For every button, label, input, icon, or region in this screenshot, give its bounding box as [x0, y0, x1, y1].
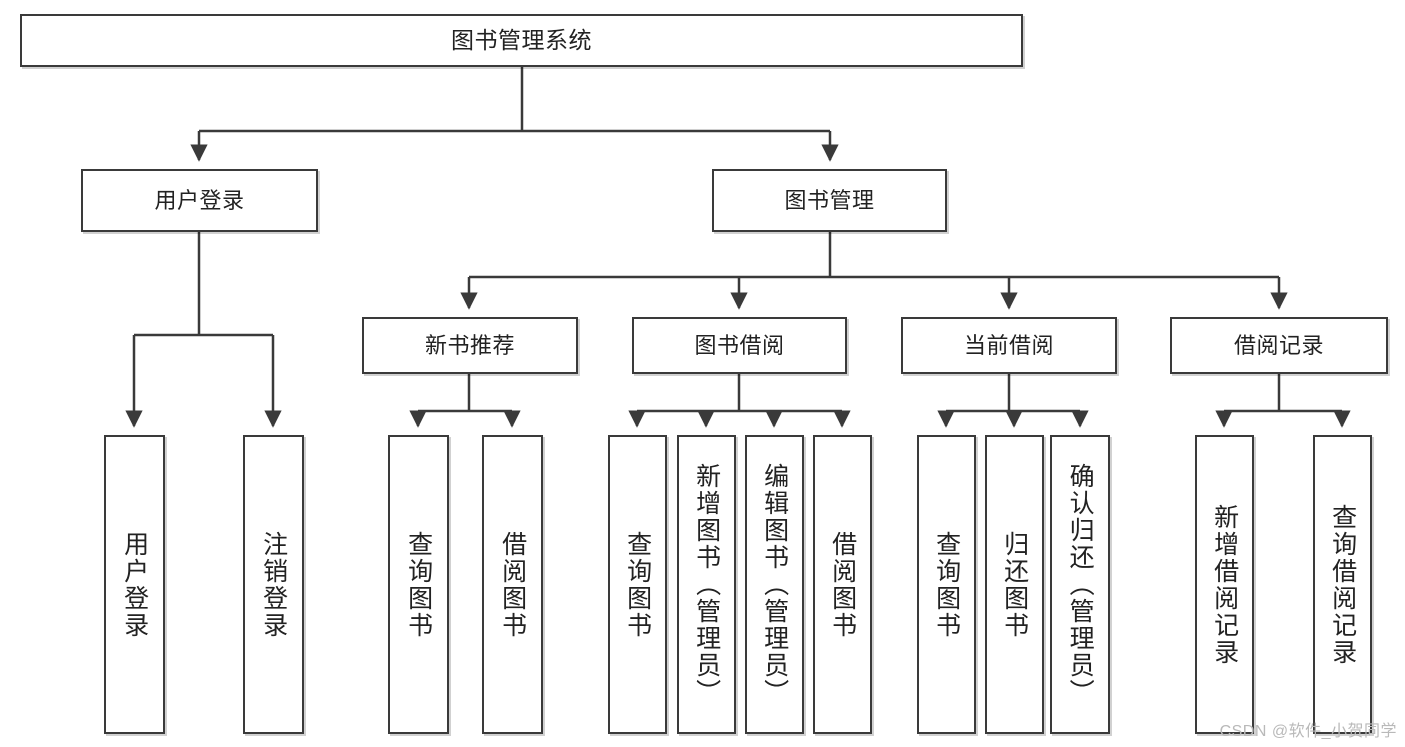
leaf-query-book-borrow[interactable]: 查询图书: [608, 435, 667, 734]
leaf-add-book-admin-label: 新增图书（管理员）: [692, 463, 721, 706]
leaf-add-book-admin[interactable]: 新增图书（管理员）: [677, 435, 736, 734]
leaf-return-book[interactable]: 归还图书: [985, 435, 1044, 734]
leaf-logout-label: 注销登录: [259, 530, 288, 639]
leaf-borrow-book[interactable]: 借阅图书: [813, 435, 872, 734]
node-current-borrow[interactable]: 当前借阅: [901, 317, 1117, 374]
csdn-watermark: CSDN @软件_小贺同学: [1219, 723, 1397, 740]
leaf-query-borrow-record-label: 查询借阅记录: [1328, 503, 1357, 666]
leaf-edit-book-admin-label: 编辑图书（管理员）: [760, 463, 789, 706]
leaf-query-book-recommend-label: 查询图书: [404, 530, 433, 639]
leaf-return-book-label: 归还图书: [1000, 530, 1029, 639]
leaf-user-login[interactable]: 用户登录: [104, 435, 165, 734]
leaf-logout[interactable]: 注销登录: [243, 435, 304, 734]
node-book-management[interactable]: 图书管理: [712, 169, 947, 232]
node-root-label: 图书管理系统: [451, 26, 592, 53]
node-current-borrow-label: 当前借阅: [963, 332, 1054, 358]
leaf-borrow-book-recommend-label: 借阅图书: [498, 530, 527, 639]
leaf-query-book-current[interactable]: 查询图书: [917, 435, 976, 734]
leaf-query-book-recommend[interactable]: 查询图书: [388, 435, 449, 734]
leaf-query-book-current-label: 查询图书: [932, 530, 961, 639]
node-user-login[interactable]: 用户登录: [81, 169, 318, 232]
node-new-book-recommend-label: 新书推荐: [424, 332, 515, 358]
leaf-confirm-return-admin[interactable]: 确认归还（管理员）: [1050, 435, 1110, 734]
node-borrow-records[interactable]: 借阅记录: [1170, 317, 1388, 374]
leaf-user-login-label: 用户登录: [120, 530, 149, 639]
node-borrow-records-label: 借阅记录: [1233, 332, 1324, 358]
node-user-login-label: 用户登录: [154, 187, 245, 213]
leaf-query-book-borrow-label: 查询图书: [623, 530, 652, 639]
leaf-borrow-book-label: 借阅图书: [828, 530, 857, 639]
node-root[interactable]: 图书管理系统: [20, 14, 1023, 67]
leaf-edit-book-admin[interactable]: 编辑图书（管理员）: [745, 435, 804, 734]
leaf-confirm-return-admin-label: 确认归还（管理员）: [1066, 463, 1095, 706]
leaf-query-borrow-record[interactable]: 查询借阅记录: [1313, 435, 1372, 734]
node-book-management-label: 图书管理: [784, 187, 875, 213]
node-new-book-recommend[interactable]: 新书推荐: [362, 317, 578, 374]
leaf-add-borrow-record-label: 新增借阅记录: [1210, 503, 1239, 666]
leaf-add-borrow-record[interactable]: 新增借阅记录: [1195, 435, 1254, 734]
node-book-borrow-label: 图书借阅: [694, 332, 785, 358]
node-book-borrow[interactable]: 图书借阅: [632, 317, 847, 374]
leaf-borrow-book-recommend[interactable]: 借阅图书: [482, 435, 543, 734]
